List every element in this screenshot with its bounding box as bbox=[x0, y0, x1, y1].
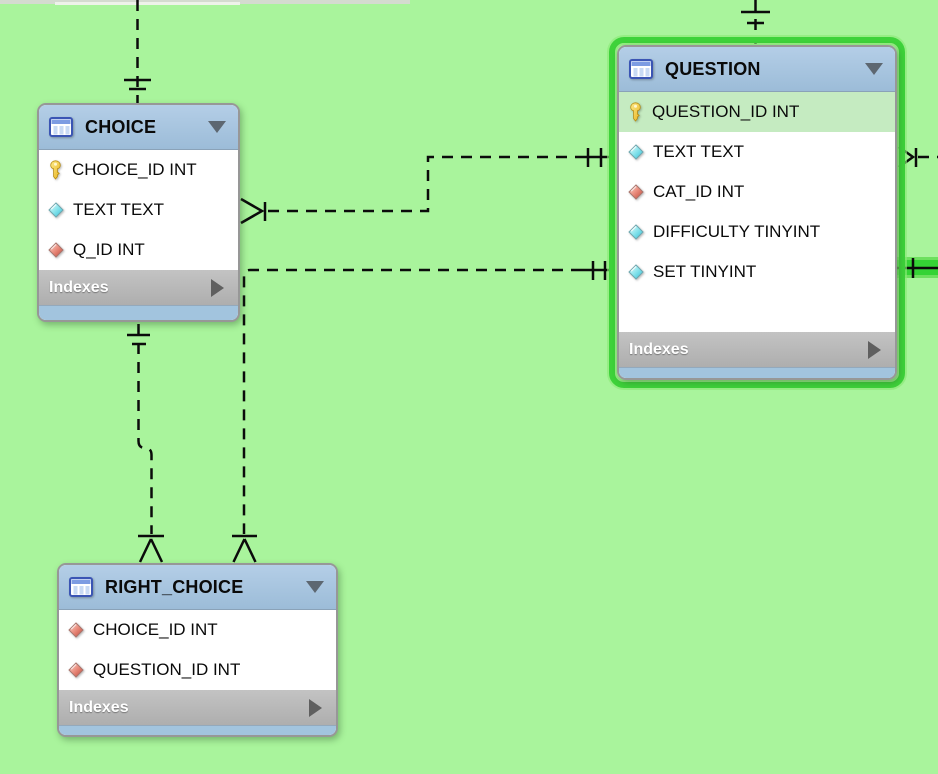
collapse-caret-icon[interactable] bbox=[865, 63, 883, 75]
table-question-header[interactable]: QUESTION bbox=[619, 47, 895, 92]
connector-question-offscreen-one-selected[interactable] bbox=[897, 257, 938, 278]
table-choice[interactable]: CHOICE CHOICE_ID INT TEXT TEXT Q_ID INT … bbox=[37, 103, 240, 322]
empty-rows-area bbox=[619, 292, 895, 332]
blue-diamond-icon bbox=[628, 144, 644, 160]
column-row[interactable]: QUESTION_ID INT bbox=[59, 650, 336, 690]
table-right-choice[interactable]: RIGHT_CHOICE CHOICE_ID INT QUESTION_ID I… bbox=[57, 563, 338, 737]
table-title: CHOICE bbox=[85, 116, 157, 137]
table-question[interactable]: QUESTION QUESTION_ID INT TEXT TEXT CAT_I… bbox=[617, 45, 897, 380]
collapse-caret-icon[interactable] bbox=[208, 121, 226, 133]
column-row-highlighted[interactable]: QUESTION_ID INT bbox=[619, 92, 895, 132]
column-row[interactable]: Q_ID INT bbox=[39, 230, 238, 270]
collapse-caret-icon[interactable] bbox=[306, 581, 324, 593]
column-row[interactable]: SET TINYINT bbox=[619, 252, 895, 292]
indexes-bar[interactable]: Indexes bbox=[619, 332, 895, 367]
connector-choice-rightchoice[interactable] bbox=[127, 324, 164, 563]
indexes-bar[interactable]: Indexes bbox=[39, 270, 238, 305]
column-row[interactable]: CHOICE_ID INT bbox=[39, 150, 238, 190]
red-diamond-icon bbox=[68, 662, 84, 678]
connector-offscreen-to-choice[interactable] bbox=[124, 0, 151, 103]
blue-diamond-icon bbox=[48, 202, 64, 218]
table-right-choice-header[interactable]: RIGHT_CHOICE bbox=[59, 565, 336, 610]
table-footer bbox=[39, 305, 238, 320]
table-title: QUESTION bbox=[665, 58, 761, 79]
expand-arrow-icon[interactable] bbox=[211, 278, 224, 297]
connector-question-choice[interactable] bbox=[240, 148, 615, 225]
column-row[interactable]: TEXT TEXT bbox=[619, 132, 895, 172]
red-diamond-icon bbox=[48, 242, 64, 258]
blue-diamond-icon bbox=[628, 224, 644, 240]
table-footer bbox=[59, 725, 336, 735]
table-choice-header[interactable]: CHOICE bbox=[39, 105, 238, 150]
expand-arrow-icon[interactable] bbox=[309, 698, 322, 717]
red-diamond-icon bbox=[68, 622, 84, 638]
primary-key-icon bbox=[628, 102, 643, 122]
connector-offscreen-to-question[interactable] bbox=[741, 0, 770, 44]
column-row[interactable]: CAT_ID INT bbox=[619, 172, 895, 212]
table-title: RIGHT_CHOICE bbox=[105, 576, 244, 597]
connector-question-rightchoice[interactable] bbox=[232, 261, 615, 563]
indexes-bar[interactable]: Indexes bbox=[59, 690, 336, 725]
table-footer bbox=[619, 367, 895, 378]
table-icon bbox=[69, 576, 94, 598]
table-icon bbox=[49, 116, 74, 138]
column-row[interactable]: DIFFICULTY TINYINT bbox=[619, 212, 895, 252]
column-row[interactable]: TEXT TEXT bbox=[39, 190, 238, 230]
offscreen-table-bottom-edge-highlight bbox=[55, 2, 240, 5]
expand-arrow-icon[interactable] bbox=[868, 340, 881, 359]
primary-key-icon bbox=[48, 160, 63, 180]
blue-diamond-icon bbox=[628, 264, 644, 280]
column-row[interactable]: CHOICE_ID INT bbox=[59, 610, 336, 650]
table-icon bbox=[629, 58, 654, 80]
connector-question-offscreen-many[interactable] bbox=[898, 145, 938, 169]
red-diamond-icon bbox=[628, 184, 644, 200]
